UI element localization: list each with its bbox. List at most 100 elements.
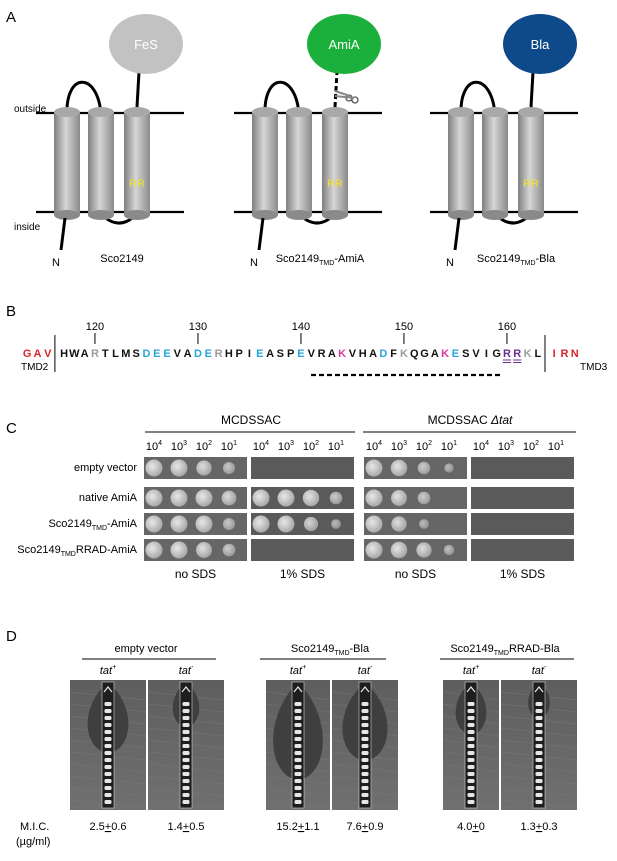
dilution-base: 10 [303, 441, 315, 453]
mic-value: 2.5+0.6 [89, 821, 126, 833]
strip-gradation [104, 765, 112, 769]
residue: H [60, 348, 68, 360]
spot-strip [251, 457, 354, 479]
strip-gradation [361, 793, 369, 797]
etest-title-name: Sco2149 [450, 643, 493, 655]
strip-gradation [467, 737, 475, 741]
mic-plus-minus: + [298, 821, 304, 833]
etest-plate [331, 680, 399, 810]
strain-label: Sco2149TMDRRAD-AmiA [17, 544, 137, 558]
etest-title-subscript: TMD [494, 650, 509, 657]
strip-gradation [182, 765, 190, 769]
agar-strip [471, 513, 574, 535]
dilution-header: 102 [416, 440, 432, 453]
colony-spot [221, 490, 237, 506]
residue: R [318, 348, 326, 360]
strip-gradation [294, 723, 302, 727]
etest-title-name: empty vector [115, 643, 178, 655]
residue: E [163, 348, 170, 360]
strip-gradation [361, 723, 369, 727]
colony-spot [444, 463, 454, 473]
dilution-exponent: 3 [290, 440, 294, 447]
strip-gradation [535, 716, 543, 720]
strip-gradation [294, 800, 302, 804]
spot-strip [364, 487, 467, 509]
spot-strip [364, 513, 467, 535]
strip-gradation [182, 751, 190, 755]
strain-name: native AmiA [79, 492, 138, 504]
strip-gradation [104, 779, 112, 783]
helix-bottom [54, 210, 80, 220]
dilution-header: 101 [221, 440, 237, 453]
domain-label: AmiA [328, 37, 359, 52]
strain-label: Sco2149TMD-AmiA [48, 518, 137, 532]
strip-gradation [467, 779, 475, 783]
transmembrane-helix [322, 107, 348, 220]
strip-gradation [104, 730, 112, 734]
dilution-base: 10 [328, 441, 340, 453]
strip-arrow [534, 686, 544, 693]
residue: V [349, 348, 357, 360]
residue: H [359, 348, 367, 360]
strain-genotype: tat- [532, 664, 547, 677]
strip-gradation [361, 779, 369, 783]
dilution-base: 10 [473, 441, 485, 453]
tmd3-label: TMD3 [580, 362, 608, 373]
strip-arrow [103, 686, 113, 693]
colony-spot [196, 542, 212, 558]
residue: M [121, 348, 130, 360]
mic-mean: 2.5 [89, 821, 104, 833]
dilution-header: 101 [441, 440, 457, 453]
construct-name: Sco2149 [276, 253, 319, 265]
residue: N [571, 348, 579, 360]
agar-strip [144, 539, 247, 561]
strip-gradation [104, 709, 112, 713]
colony-spot [222, 517, 236, 531]
colony-spot [302, 489, 320, 507]
residue: E [452, 348, 459, 360]
colony-spot [222, 461, 236, 475]
strip-gradation [535, 793, 543, 797]
dilution-base: 10 [498, 441, 510, 453]
strip-gradation [535, 702, 543, 706]
colony-spot [391, 516, 407, 532]
strain-name: Sco2149 [48, 518, 91, 530]
dilution-exponent: 2 [428, 440, 432, 447]
residue-number: 130 [189, 321, 207, 333]
residue: R [215, 348, 223, 360]
residue: A [328, 348, 336, 360]
agar-strip [251, 513, 354, 535]
strip-gradation [182, 772, 190, 776]
helix-bottom [448, 210, 474, 220]
construct-suffix: -Bla [536, 253, 556, 265]
etest-plates: empty vectortat+2.5+0.6tat-1.4+0.5Sco214… [16, 643, 578, 848]
dilution-header: 103 [391, 440, 407, 453]
domain-fes [109, 14, 183, 74]
extracellular-loop [263, 80, 301, 117]
colony-spot [365, 515, 383, 533]
etest-group-title: Sco2149TMDRRAD-Bla [450, 643, 560, 657]
dilution-exponent: 2 [315, 440, 319, 447]
colony-spot [145, 541, 163, 559]
dilution-base: 10 [146, 441, 158, 453]
residue: V [308, 348, 316, 360]
colony-spot [416, 542, 432, 558]
residue: D [379, 348, 387, 360]
colony-spot [222, 543, 236, 557]
tmd2-label: TMD2 [21, 362, 49, 373]
strip-gradation [535, 751, 543, 755]
panel-label-d: D [6, 628, 17, 645]
residue: D [194, 348, 202, 360]
strip-gradation [104, 716, 112, 720]
strip-gradation [104, 793, 112, 797]
mic-value: 1.3+0.3 [520, 821, 557, 833]
residue: E [153, 348, 160, 360]
colony-spot [419, 519, 429, 529]
residue: L [534, 348, 541, 360]
strip-gradation [104, 751, 112, 755]
colony-spot [170, 541, 188, 559]
